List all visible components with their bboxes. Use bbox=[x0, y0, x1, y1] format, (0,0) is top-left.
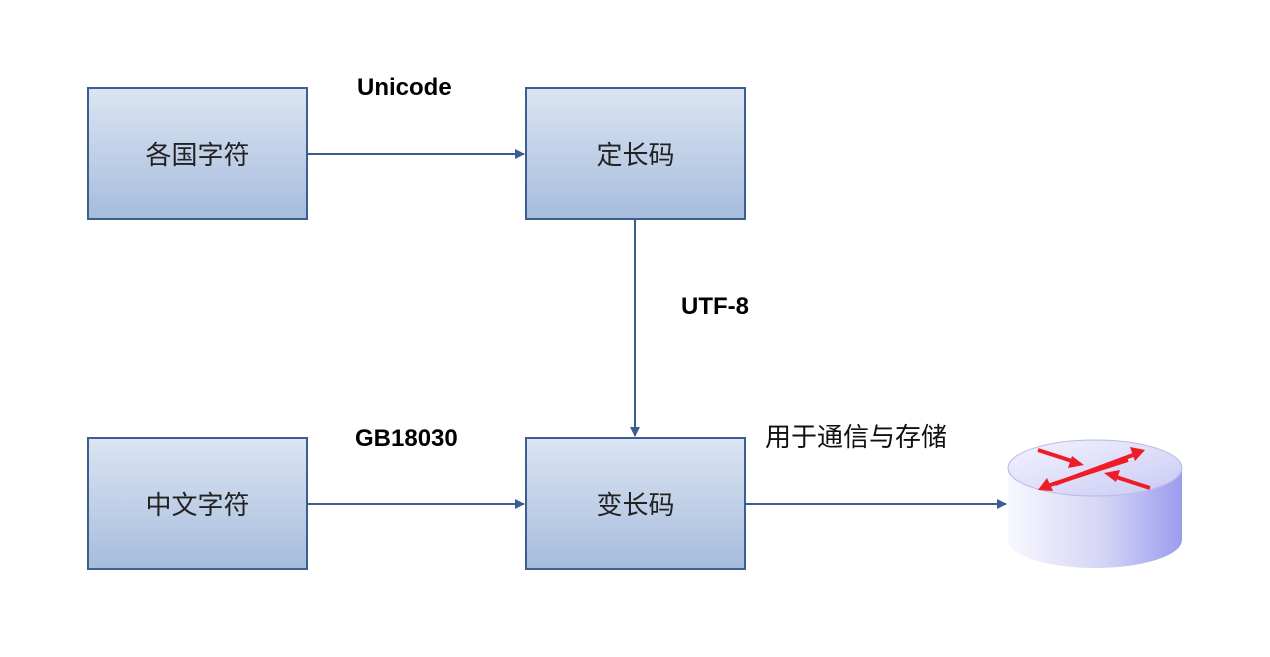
box-variable-length-label: 变长码 bbox=[596, 491, 674, 521]
edge-label-unicode: Unicode bbox=[357, 74, 452, 101]
edge-label-utf8: UTF-8 bbox=[681, 293, 749, 320]
router-icon bbox=[1007, 439, 1183, 568]
router-arrows-icon bbox=[1037, 447, 1151, 491]
box-chinese-chars-label: 中文字符 bbox=[145, 491, 249, 521]
box-chinese-chars: 中文字符 bbox=[87, 437, 308, 570]
note-label-communication-storage: 用于通信与存储 bbox=[765, 423, 947, 453]
box-all-chars: 各国字符 bbox=[87, 87, 308, 220]
box-variable-length: 变长码 bbox=[525, 437, 746, 570]
box-fixed-length-label: 定长码 bbox=[596, 141, 674, 171]
box-fixed-length: 定长码 bbox=[525, 87, 746, 220]
box-all-chars-label: 各国字符 bbox=[145, 141, 249, 171]
edge-label-gb18030: GB18030 bbox=[355, 425, 458, 452]
